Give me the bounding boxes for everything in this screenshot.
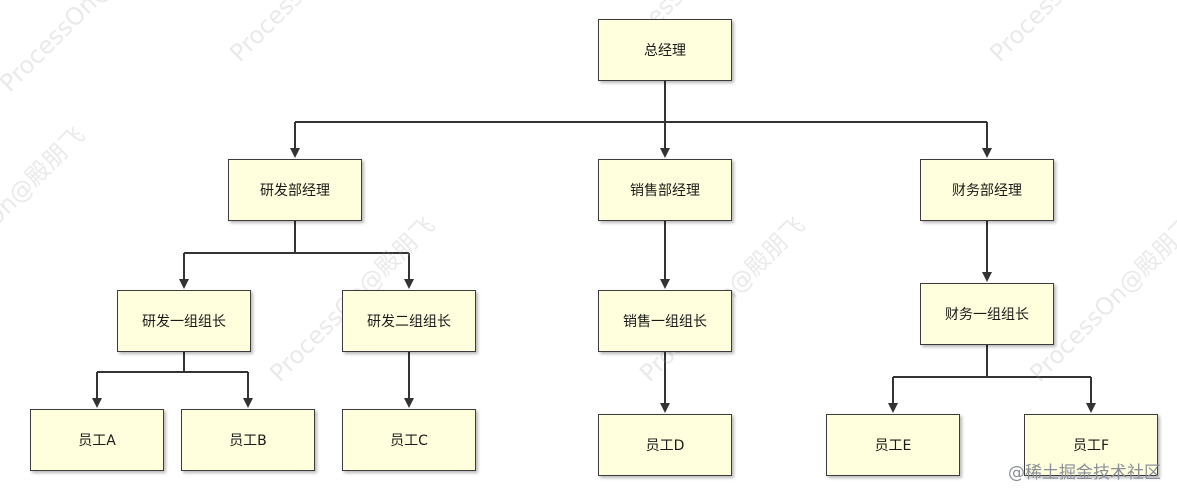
arrowhead-icon [243,398,253,408]
node-employee-e[interactable]: 员工E [826,414,960,476]
node-employee-a[interactable]: 员工A [30,409,164,471]
arrowhead-icon [179,279,189,289]
arrowhead-icon [982,148,992,158]
node-sales-team1-lead[interactable]: 销售一组组长 [598,290,732,352]
arrowhead-icon [888,403,898,413]
node-employee-d[interactable]: 员工D [598,414,732,476]
arrowhead-icon [660,279,670,289]
arrowhead-icon [660,403,670,413]
node-rd-manager[interactable]: 研发部经理 [228,159,362,221]
arrowhead-icon [92,398,102,408]
node-finance-manager[interactable]: 财务部经理 [920,159,1054,221]
node-rd-team2-lead[interactable]: 研发二组组长 [342,290,476,352]
node-sales-manager[interactable]: 销售部经理 [598,159,732,221]
node-employee-f[interactable]: 员工F [1024,414,1158,476]
arrowhead-icon [982,272,992,282]
node-employee-c[interactable]: 员工C [342,409,476,471]
node-employee-b[interactable]: 员工B [181,409,315,471]
arrowhead-icon [404,398,414,408]
community-watermark: @稀土掘金技术社区 [1008,463,1161,483]
arrowhead-icon [1086,403,1096,413]
arrowhead-icon [660,148,670,158]
node-rd-team1-lead[interactable]: 研发一组组长 [117,290,251,352]
node-finance-team1-lead[interactable]: 财务一组组长 [920,283,1054,345]
node-general-manager[interactable]: 总经理 [598,19,732,81]
arrowhead-icon [290,148,300,158]
arrowhead-icon [404,279,414,289]
